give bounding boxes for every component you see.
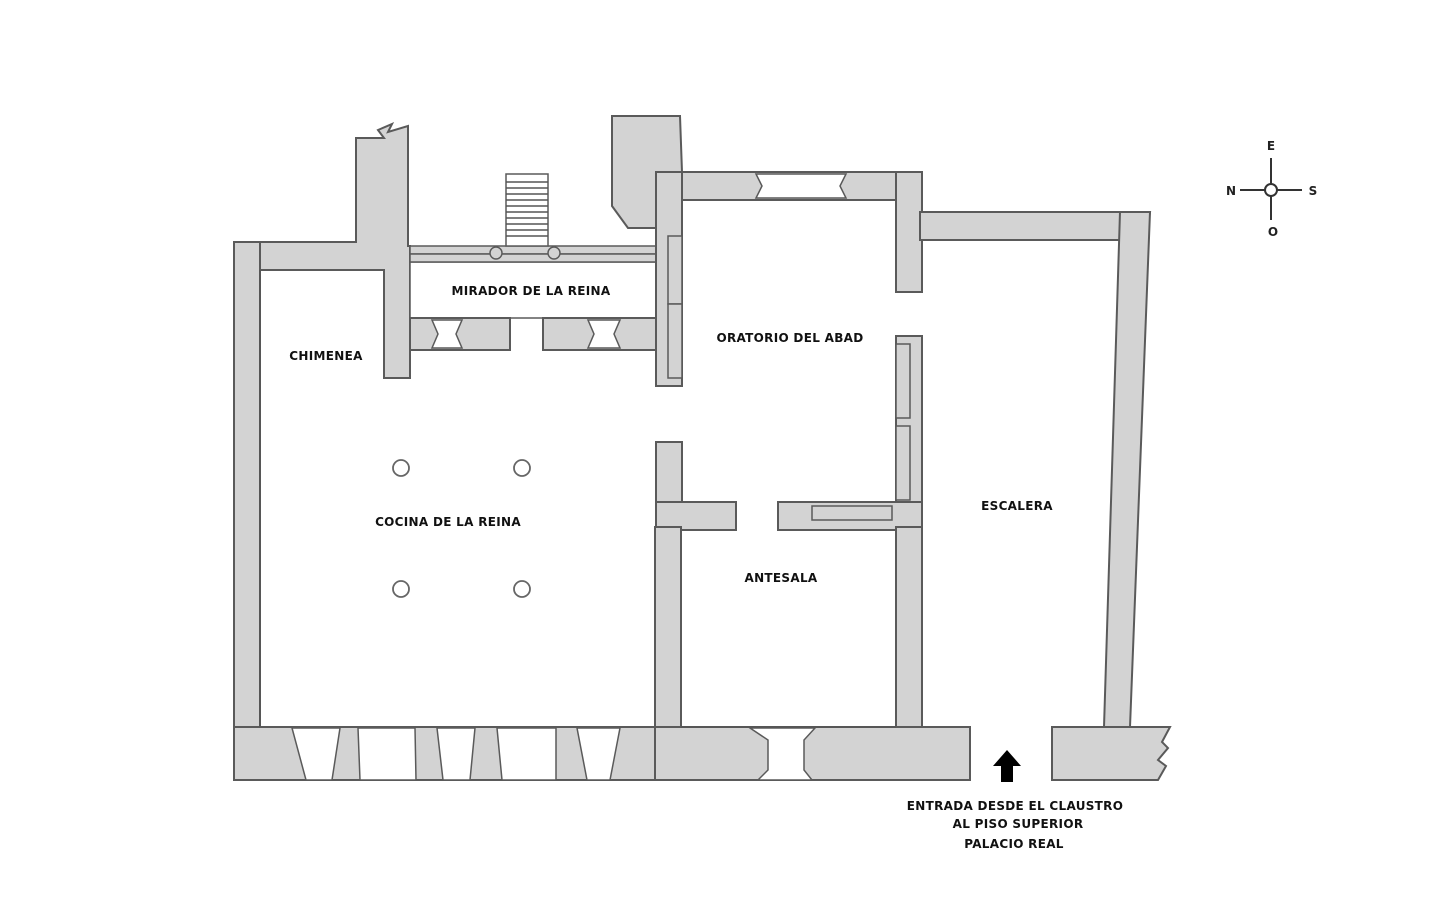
escalera-walls [919,211,1172,781]
kitchen-columns [392,459,531,598]
compass-rose-icon: E N S O [1226,139,1317,239]
entrance-caption-line3: PALACIO REAL [964,837,1064,851]
room-label-cocina: COCINA DE LA REINA [375,515,521,529]
oratorio-walls [611,115,923,531]
up-arrow-icon [993,750,1021,782]
room-label-escalera: ESCALERA [981,499,1053,513]
room-label-antesala: ANTESALA [745,571,818,585]
entrance-caption-line1: ENTRADA DESDE EL CLAUSTRO [907,799,1123,813]
compass-north-label: N [1226,184,1236,198]
entrance-caption-line2: AL PISO SUPERIOR [953,817,1084,831]
room-label-oratorio: ORATORIO DEL ABAD [716,331,863,345]
mirador-walls [409,173,659,351]
compass-west-label: O [1268,225,1278,239]
cocina-walls [233,122,656,781]
antesala-walls [654,526,971,781]
compass-east-label: E [1267,139,1275,153]
compass-south-label: S [1309,184,1318,198]
mirador-stair [489,173,561,260]
room-label-mirador: MIRADOR DE LA REINA [452,284,611,298]
room-label-chimenea: CHIMENEA [289,349,363,363]
